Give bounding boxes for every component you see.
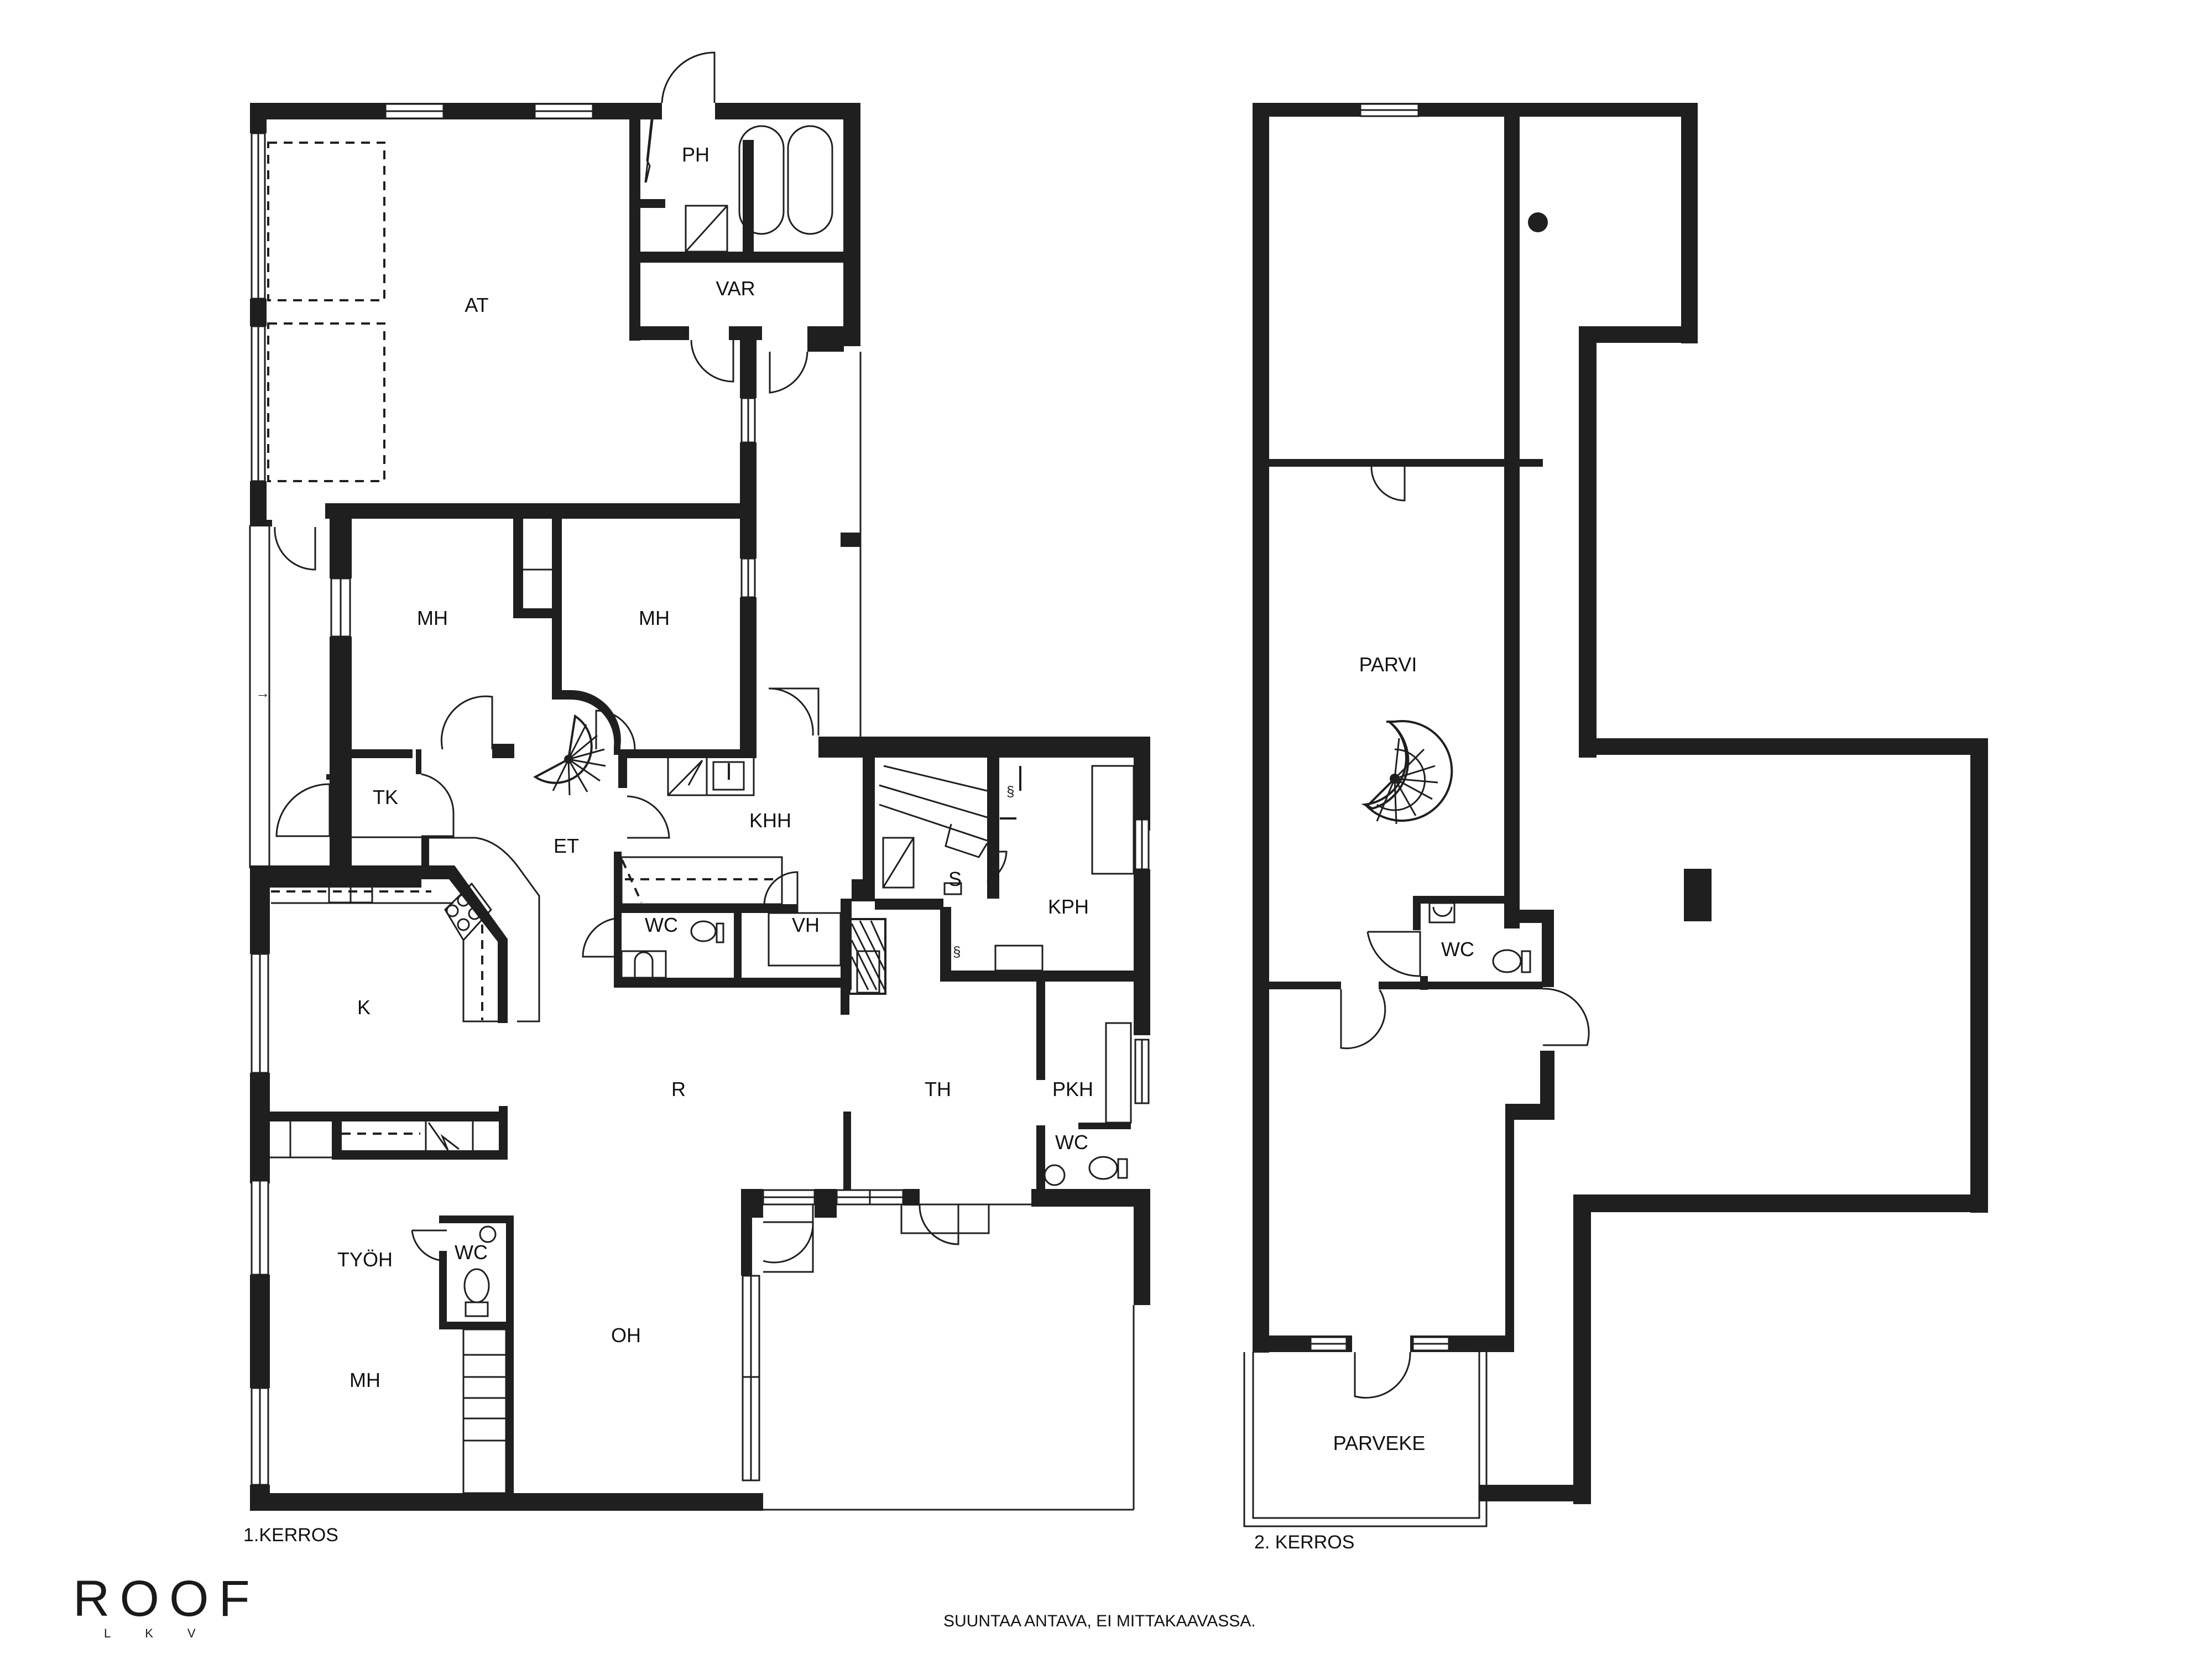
logo-sub-text: LKV bbox=[104, 1626, 230, 1640]
floor-label-2: 2. KERROS bbox=[1254, 1532, 1355, 1553]
room-label-wc-3: WC bbox=[455, 1241, 488, 1264]
room-label-mh-1: MH bbox=[417, 607, 448, 629]
room-label-parvi: PARVI bbox=[1359, 653, 1417, 676]
room-label-tk: TK bbox=[372, 786, 399, 808]
spiral-staircase-floor1 bbox=[533, 690, 621, 796]
room-label-khh: KHH bbox=[749, 809, 792, 832]
room-label-k: K bbox=[357, 996, 371, 1019]
fireplace bbox=[848, 918, 886, 995]
room-label-r: R bbox=[671, 1078, 686, 1100]
room-label-mh-2: MH bbox=[639, 607, 670, 629]
room-label-parveke: PARVEKE bbox=[1333, 1432, 1426, 1454]
room-label-tyoh: TYÖH bbox=[337, 1248, 393, 1271]
room-label-th: TH bbox=[925, 1078, 951, 1100]
room-label-wc-2: WC bbox=[1055, 1131, 1088, 1154]
room-label-et: ET bbox=[553, 834, 580, 857]
room-label-s: S bbox=[948, 868, 962, 890]
room-label-vh: VH bbox=[791, 914, 820, 936]
room-label-var: VAR bbox=[716, 277, 755, 300]
floor1-plan: → bbox=[249, 51, 1150, 1511]
room-label-oh: OH bbox=[611, 1324, 641, 1347]
room-label-wc-1: WC bbox=[645, 914, 678, 936]
pillar bbox=[1684, 869, 1712, 921]
roof-lkv-logo: ROOF LKV bbox=[73, 1573, 260, 1641]
chimney-icon bbox=[1528, 212, 1548, 232]
room-label-wc-4: WC bbox=[1441, 938, 1474, 961]
spiral-staircase-floor2 bbox=[1361, 720, 1453, 825]
shower-icon: § bbox=[1006, 783, 1014, 800]
room-label-kph: KPH bbox=[1047, 895, 1089, 918]
logo-main-text: ROOF bbox=[73, 1571, 260, 1627]
room-label-ph: PH bbox=[681, 143, 710, 166]
shower-icon: § bbox=[953, 943, 961, 960]
disclaimer-text: SUUNTAA ANTAVA, EI MITTAKAAVASSA. bbox=[943, 1612, 1256, 1630]
room-label-pkh: PKH bbox=[1052, 1078, 1094, 1100]
room-label-at: AT bbox=[465, 294, 489, 316]
floor2-plan bbox=[1243, 103, 1988, 1527]
floor-label-1: 1.KERROS bbox=[243, 1525, 338, 1546]
entrance-arrow-icon: → bbox=[255, 685, 270, 701]
room-label-mh-3: MH bbox=[349, 1369, 380, 1391]
